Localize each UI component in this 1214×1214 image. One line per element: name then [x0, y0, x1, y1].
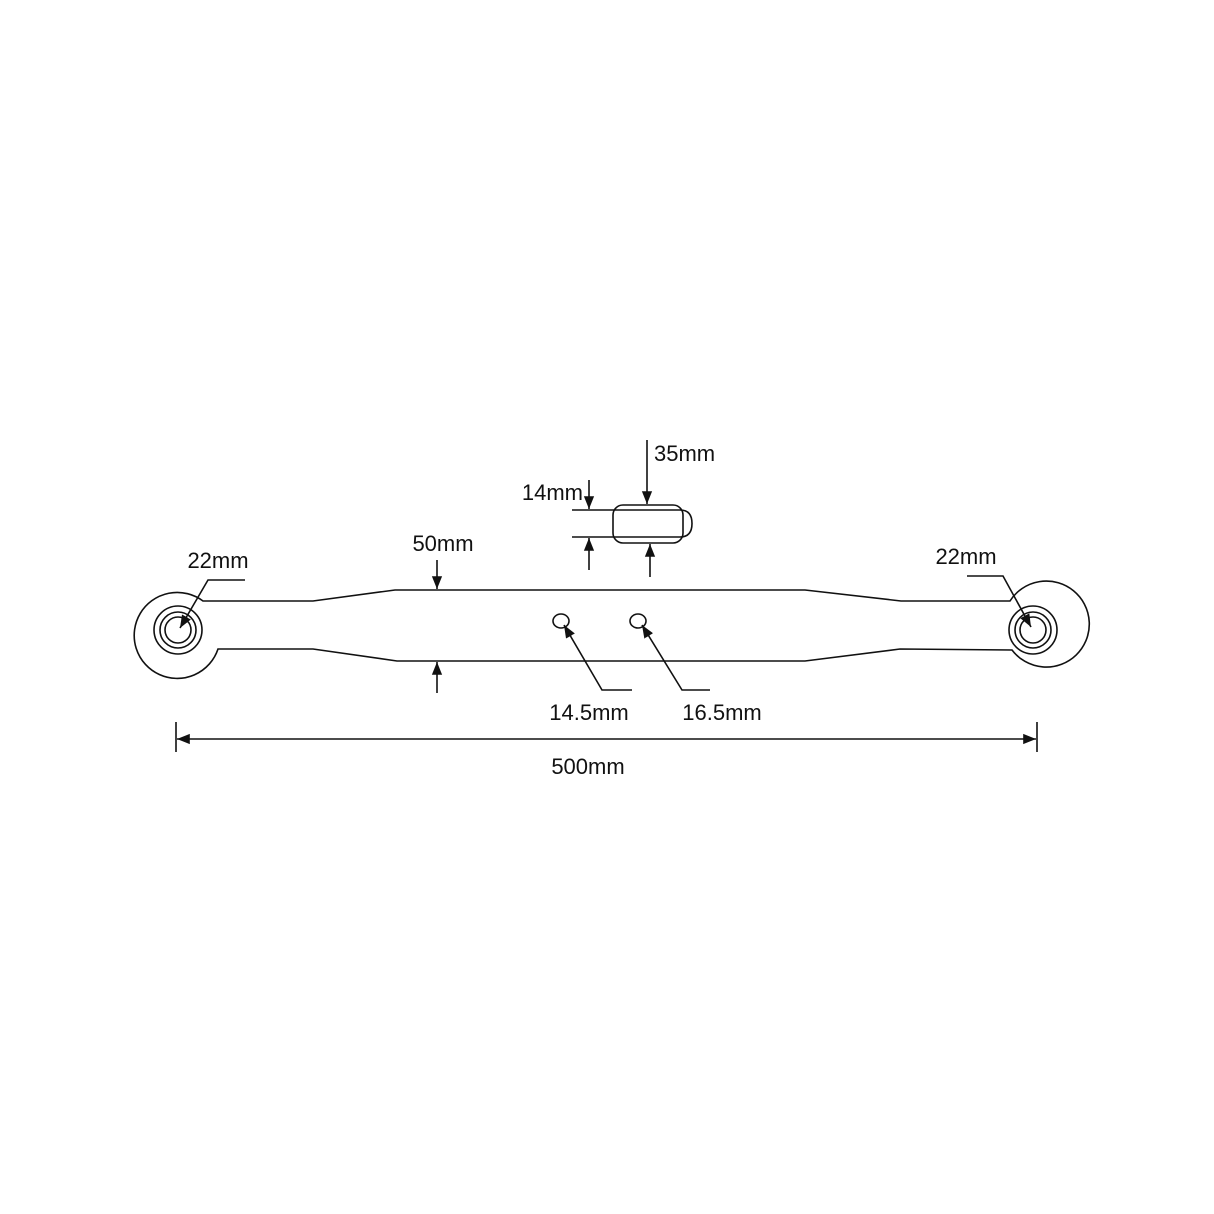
label-eye-left: 22mm	[187, 548, 248, 573]
left-eye-leader	[179, 579, 245, 629]
hole-1-leader	[563, 624, 632, 691]
label-hole-2: 16.5mm	[682, 700, 761, 725]
left-eye	[153, 605, 203, 655]
label-bar-width: 50mm	[412, 531, 473, 556]
label-length: 500mm	[551, 754, 624, 779]
right-eye	[1008, 605, 1058, 655]
right-eye-leader	[967, 575, 1032, 628]
label-eye-right: 22mm	[935, 544, 996, 569]
label-side-outer: 35mm	[654, 441, 715, 466]
hole-1	[552, 613, 570, 629]
bar-outline	[133, 580, 1091, 680]
side-view	[572, 504, 693, 544]
hole-2-leader	[641, 624, 710, 691]
hole-2	[629, 613, 647, 629]
label-side-thickness: 14mm	[522, 480, 583, 505]
label-hole-1: 14.5mm	[549, 700, 628, 725]
